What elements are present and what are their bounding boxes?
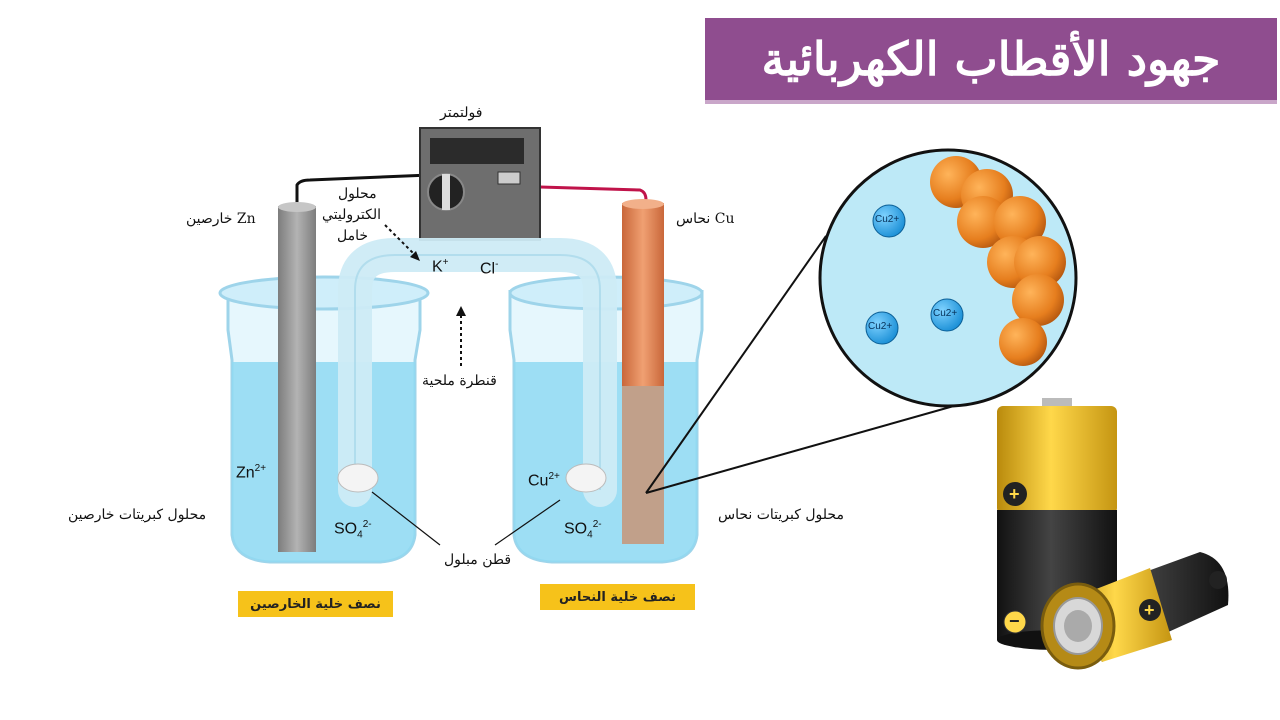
copper-electrode-label: نحاس Cu: [676, 211, 735, 227]
arrow-cotton-right: [494, 499, 561, 546]
electrolyte-label-line1: محلول: [338, 186, 377, 202]
electrolyte-label-line2: الكتروليتي: [322, 207, 381, 223]
salt-bridge-label: قنطرة ملحية: [422, 373, 497, 389]
ion-copper: Cu2+: [528, 471, 560, 490]
zinc-electrode: [278, 206, 316, 552]
ion-chloride: Cl-: [480, 259, 499, 278]
wet-cotton-label: قطن مبلول: [444, 552, 512, 568]
battery-lying: [1040, 552, 1229, 670]
arrow-cotton-left: [371, 491, 441, 546]
arrow-electrolyte: [384, 224, 419, 259]
voltmeter: [419, 127, 541, 241]
zoom-circle: [818, 148, 1078, 408]
cotton-plug-left: [337, 463, 379, 493]
zoom-ion-copper-3: Cu2+: [868, 321, 893, 332]
cotton-plug-right: [565, 463, 607, 493]
electrolyte-label-line3: خامل: [337, 228, 369, 244]
voltmeter-label: فولتمتر: [440, 105, 483, 121]
ion-sulfate-left: SO42-: [334, 519, 372, 541]
zoom-line-top: [645, 235, 827, 494]
zinc-electrode-label: خارصين Zn: [186, 211, 256, 227]
zinc-half-cell-badge: نصف خلية الخارصين: [238, 591, 393, 617]
zinc-solution-label: محلول كبريتات خارصين: [68, 507, 207, 523]
page-title: جهود الأقطاب الكهربائية: [761, 32, 1221, 86]
zoom-ion-copper-1: Cu2+: [875, 214, 900, 225]
ion-potassium: K+: [432, 257, 449, 276]
wire-zinc: [295, 173, 431, 205]
copper-electrode-lower: [622, 386, 664, 544]
zoom-line-bottom: [645, 399, 976, 494]
left-beaker: [218, 275, 430, 564]
copper-half-cell-badge: نصف خلية النحاس: [540, 584, 695, 610]
ion-zinc: Zn2+: [236, 463, 267, 482]
copper-solution-label: محلول كبريتات نحاس: [718, 507, 844, 523]
wire-copper: [539, 185, 648, 201]
zoom-ion-copper-2: Cu2+: [933, 308, 958, 319]
battery-plus-icon-2: +: [1144, 600, 1155, 620]
copper-electrode-upper: [622, 203, 664, 386]
title-banner: جهود الأقطاب الكهربائية: [705, 18, 1277, 104]
ion-sulfate-right: SO42-: [564, 519, 602, 541]
battery-plus-icon: +: [1009, 484, 1020, 504]
battery-minus-icon: −: [1009, 611, 1020, 631]
